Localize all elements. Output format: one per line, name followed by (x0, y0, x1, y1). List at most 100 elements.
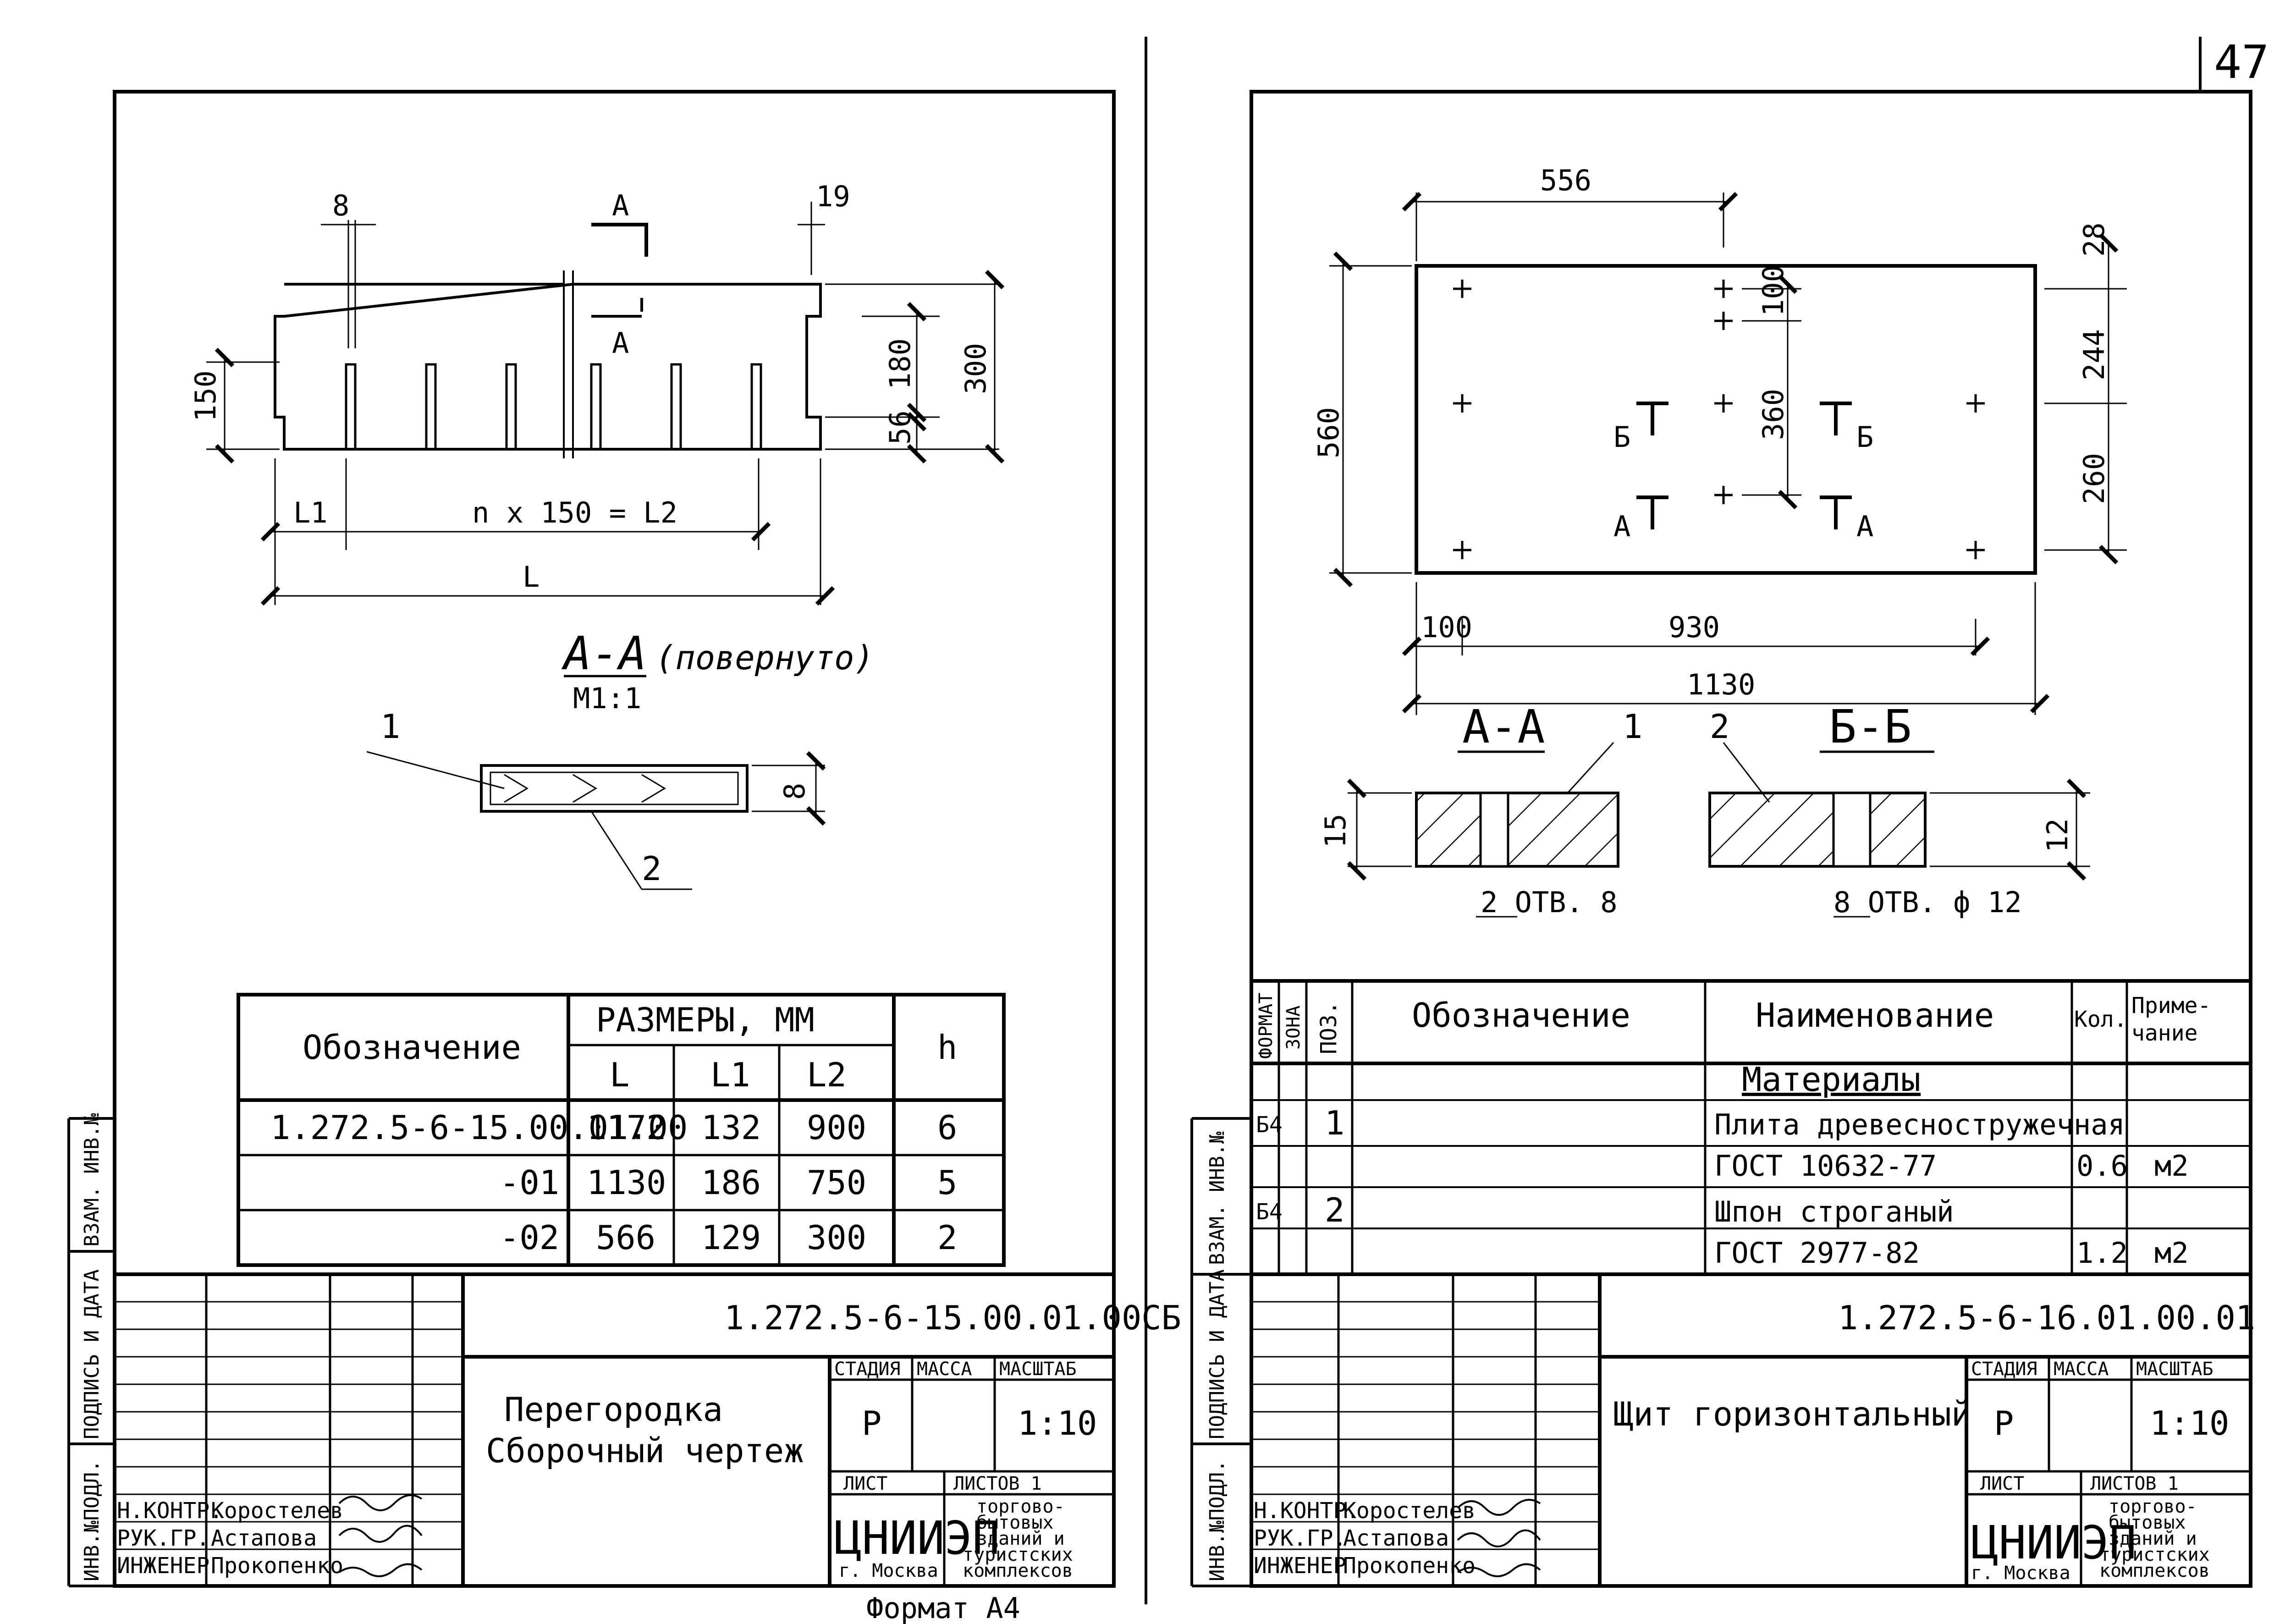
left-sheet-text: 8 19 A A 150 56 180 300 L1 n x 150 = L2 … (80, 180, 1181, 1624)
right-role-2: РУК.ГР. (1254, 1525, 1346, 1551)
spec-header-zone: ЗОНА (1283, 1006, 1304, 1050)
partition-outline (274, 283, 822, 451)
left-name-line-1: Перегородка (504, 1390, 723, 1429)
spec-row-3-format: Б4 (1256, 1199, 1283, 1225)
left-scale-label: МАСШТАБ (999, 1359, 1077, 1380)
page-number: 47 (2214, 35, 2269, 89)
section-mark-a-mid: A (612, 326, 629, 360)
size-row-3-l2: 300 (807, 1218, 866, 1257)
mark-a-left: А (1613, 510, 1630, 543)
left-city: г. Москва (839, 1560, 938, 1581)
spec-header-name: Наименование (1756, 996, 1994, 1035)
right-sheet-text: 556 28 100 244 560 360 260 Б Б А А 100 9… (1206, 164, 2255, 1584)
callout-1: 1 (380, 707, 400, 746)
left-name-2: Астапова (211, 1525, 317, 1551)
size-row-2-l: 1130 (587, 1163, 666, 1202)
size-row-1-designation: 1.272.5-6-15.00.01.00 (270, 1108, 688, 1147)
section-aa-callout: 1 (1623, 707, 1642, 746)
dim-8-section: 8 (778, 783, 811, 800)
size-row-3-l1: 129 (701, 1218, 761, 1257)
dim-260: 260 (2077, 453, 2111, 504)
dim-l2: n x 150 = L2 (472, 496, 677, 529)
section-aa-note: (повернуто) (655, 639, 874, 677)
spec-table-grid (1251, 979, 2251, 1274)
dim-15: 15 (1319, 814, 1352, 848)
spec-row-2-qty: 0.6 (2076, 1149, 2128, 1183)
left-role-1: Н.КОНТР. (117, 1498, 223, 1524)
mark-b-right: Б (1856, 420, 1873, 454)
left-stage-label: СТАДИЯ (834, 1359, 901, 1380)
right-name-1: Коростелев (1343, 1498, 1476, 1524)
right-stage-label: СТАДИЯ (1971, 1359, 2037, 1380)
right-title-block-grid (1251, 1272, 2251, 1586)
spec-section-materials: Материалы (1742, 1060, 1921, 1099)
section-bb-holes: 8 ОТВ. ф 12 (1834, 886, 2022, 919)
dim-300: 300 (959, 343, 992, 394)
left-purpose-3: зданий и (976, 1528, 1065, 1549)
left-margin-label-1: ВЗАМ. ИНВ.№ (80, 1113, 104, 1247)
footer-format: Формат А4 (866, 1591, 1020, 1624)
left-doc-number: 1.272.5-6-15.00.01.00СБ (724, 1299, 1181, 1337)
size-row-2-l2: 750 (807, 1163, 866, 1202)
spec-row-4-qty: 1.2 (2076, 1236, 2128, 1270)
section-aa-view (1415, 792, 1619, 868)
left-sheet-label: ЛИСТ (843, 1473, 887, 1494)
spec-row-1-name: Плита древесностружечная (1714, 1108, 2125, 1141)
spec-header-note-2: чание (2131, 1020, 2198, 1046)
left-purpose-4: туристских (963, 1544, 1073, 1565)
break-lines (563, 270, 574, 458)
dim-56: 56 (883, 410, 917, 445)
section-bb-callout: 2 (1710, 707, 1729, 746)
right-city: г. Москва (1971, 1563, 2070, 1584)
dim-28: 28 (2077, 222, 2111, 257)
dim-150: 150 (189, 370, 222, 422)
size-table-header-h: h (937, 1028, 957, 1067)
spec-header-format: ФОРМАТ (1255, 993, 1277, 1059)
left-org: ЦНИИЭП (834, 1511, 1000, 1565)
spec-header-note-1: Приме- (2131, 993, 2211, 1018)
spec-row-3-pos: 2 (1325, 1191, 1344, 1229)
dim-100: 100 (1756, 265, 1790, 316)
left-name-line-2: Сборочный чертеж (486, 1431, 804, 1470)
left-purpose-1: торгово- (976, 1496, 1065, 1517)
partition-slots (345, 363, 762, 449)
section-aa-title-right: А-А (1462, 700, 1545, 754)
dim-244: 244 (2077, 329, 2111, 380)
left-role-2: РУК.ГР. (117, 1525, 209, 1551)
spec-row-3-name: Шпон строганый (1714, 1195, 1954, 1228)
right-org: ЦНИИЭП (1971, 1516, 2136, 1569)
right-stage: Р (1994, 1404, 2014, 1442)
right-purpose-4: туристских (2099, 1544, 2210, 1565)
dim-556: 556 (1540, 164, 1591, 197)
spec-header-pos: ПОЗ. (1316, 1001, 1342, 1054)
size-table-header-l2: L2 (807, 1056, 847, 1094)
section-mark-a-top: A (612, 189, 629, 222)
dim-560: 560 (1312, 407, 1345, 458)
dim-180: 180 (883, 338, 917, 390)
section-aa-title: A-A (561, 627, 647, 680)
signature-marks-right (1457, 1499, 1541, 1577)
size-table-grid (237, 993, 1006, 1267)
right-purpose-1: торгово- (2109, 1496, 2197, 1517)
size-table-header-sizes: РАЗМЕРЫ, ММ (596, 1001, 815, 1039)
dim-1130: 1130 (1687, 668, 1755, 701)
right-margin-label-1: ВЗАМ. ИНВ.№ (1206, 1131, 1229, 1265)
right-purpose-5: комплексов (2099, 1560, 2210, 1581)
right-role-1: Н.КОНТР. (1254, 1498, 1360, 1524)
right-scale-label: МАСШТАБ (2136, 1359, 2213, 1380)
section-bb-title: Б-Б (1829, 700, 1912, 754)
dim-8: 8 (332, 189, 349, 222)
left-name-1: Коростелев (211, 1498, 343, 1524)
left-margin-label-3: ИНВ.№ПОДЛ. (80, 1460, 104, 1581)
size-row-3-l: 566 (596, 1218, 655, 1257)
right-sheet (1190, 90, 2252, 1588)
spec-row-4-note: м2 (2154, 1236, 2189, 1270)
size-table-header-l1: L1 (710, 1056, 750, 1094)
section-bb-view (1708, 792, 1927, 868)
spec-row-2-note: м2 (2154, 1149, 2189, 1183)
size-row-1-l1: 132 (701, 1108, 761, 1147)
left-sheets-label: ЛИСТОВ 1 (953, 1473, 1042, 1494)
left-scale: 1:10 (1018, 1404, 1097, 1442)
size-row-2-l1: 186 (701, 1163, 761, 1202)
